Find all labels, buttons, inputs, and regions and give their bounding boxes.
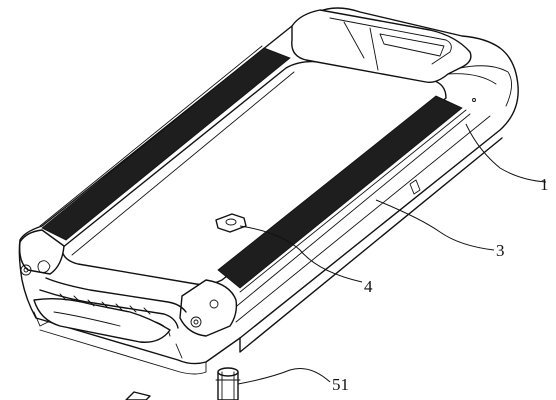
motor-hood: [291, 9, 512, 107]
leader-3: [375, 199, 495, 251]
left-side-rail: [41, 47, 291, 241]
leader-1: [465, 123, 547, 183]
leader-4: [239, 225, 363, 283]
bottom-fragment: [125, 391, 151, 400]
callout-51: 51: [332, 375, 349, 394]
running-deck: [61, 60, 447, 286]
callout-4: 4: [364, 277, 373, 296]
rear-end-caps: [18, 229, 238, 359]
side-bracket: [409, 179, 421, 195]
leader-lines: [237, 123, 547, 385]
center-latch-part: [215, 213, 247, 233]
leader-51: [237, 368, 331, 385]
support-post: [215, 367, 241, 400]
callout-3: 3: [496, 241, 505, 260]
callout-1: 1: [540, 175, 549, 194]
right-side-rail: [217, 95, 463, 289]
